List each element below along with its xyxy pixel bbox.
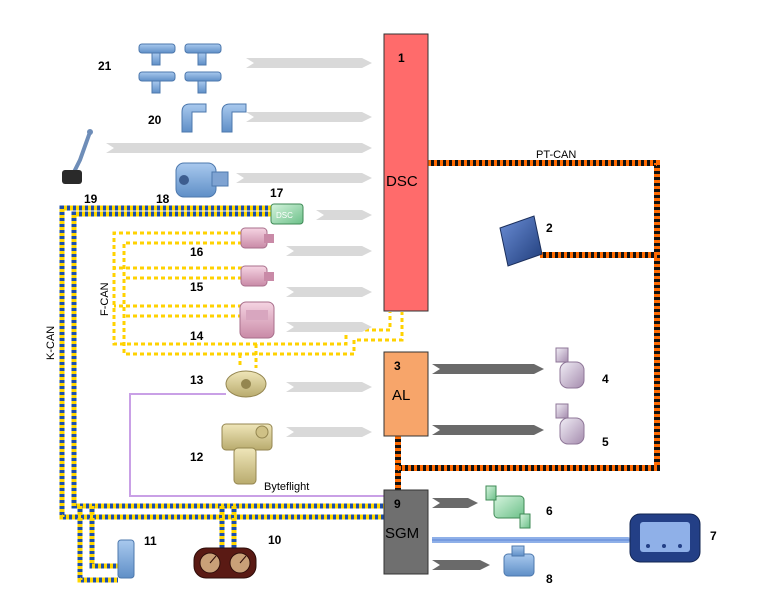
- number-2: 2: [546, 221, 553, 235]
- sgm-label: SGM: [385, 525, 419, 542]
- pt-can-label: PT-CAN: [536, 149, 576, 161]
- steering-angle-sensor-16-icon: [240, 227, 274, 249]
- k-can-bus: [59, 205, 384, 583]
- number-20: 20: [148, 113, 162, 127]
- number-14: 14: [190, 329, 204, 343]
- wheel-speed-sensors-icon: [138, 43, 222, 94]
- number-7: 7: [710, 529, 717, 543]
- al-block: 3 AL: [383, 351, 429, 437]
- number-4: 4: [602, 372, 609, 386]
- sgm-block: 9 SGM: [383, 489, 429, 575]
- number-5: 5: [602, 435, 609, 449]
- input-arrows: [106, 58, 372, 437]
- number-12: 12: [190, 450, 204, 464]
- steering-gear-12-icon: [221, 423, 273, 485]
- number-21: 21: [98, 59, 112, 73]
- component-6-icon: [485, 485, 531, 529]
- number-15: 15: [190, 280, 204, 294]
- output-arrows: [432, 364, 544, 570]
- number-10: 10: [268, 533, 282, 547]
- pt-can-bus: [395, 160, 660, 490]
- number-6: 6: [546, 504, 553, 518]
- byteflight-line: [129, 393, 384, 497]
- sgm-number: 9: [394, 497, 401, 511]
- number-13: 13: [190, 373, 204, 387]
- component-numbers: 2 4 5 6 7 8 10 11 12 13 14 15 16 17 18 1…: [84, 59, 717, 586]
- number-16: 16: [190, 245, 204, 259]
- actuator-4-icon: [555, 347, 585, 389]
- dsc-label: DSC: [386, 173, 418, 190]
- number-11: 11: [144, 534, 157, 548]
- instrument-cluster-icon: [193, 547, 257, 579]
- dsc-sensor-icon: DSC: [270, 203, 304, 225]
- k-can-label: K-CAN: [45, 326, 57, 360]
- dsc-sensor-label: DSC: [276, 211, 293, 220]
- number-18: 18: [156, 192, 170, 206]
- al-label: AL: [392, 387, 410, 404]
- number-17: 17: [270, 186, 284, 200]
- diagnosis-arrow: [432, 537, 636, 543]
- steering-sensor-13-icon: [225, 370, 267, 398]
- brake-booster-icon: [175, 162, 229, 198]
- number-8: 8: [546, 572, 553, 586]
- component-11-icon: [117, 539, 135, 579]
- dsc-block: 1 DSC: [383, 33, 429, 312]
- f-can-label: F-CAN: [99, 282, 111, 316]
- diagnosis-tester-icon: [629, 513, 701, 563]
- byteflight-label: Byteflight: [264, 481, 309, 493]
- al-number: 3: [394, 359, 401, 373]
- number-19: 19: [84, 192, 98, 206]
- brake-wear-sensors-icon: [181, 103, 247, 133]
- sensor-14-icon: [239, 301, 275, 339]
- control-unit-2-icon: [499, 215, 543, 267]
- dsc-number: 1: [398, 51, 405, 65]
- brake-pedal-icon: [62, 129, 93, 184]
- component-8-icon: [503, 545, 535, 577]
- sensor-15-icon: [240, 265, 274, 287]
- f-can-bus: [112, 231, 404, 368]
- actuator-5-icon: [555, 403, 585, 445]
